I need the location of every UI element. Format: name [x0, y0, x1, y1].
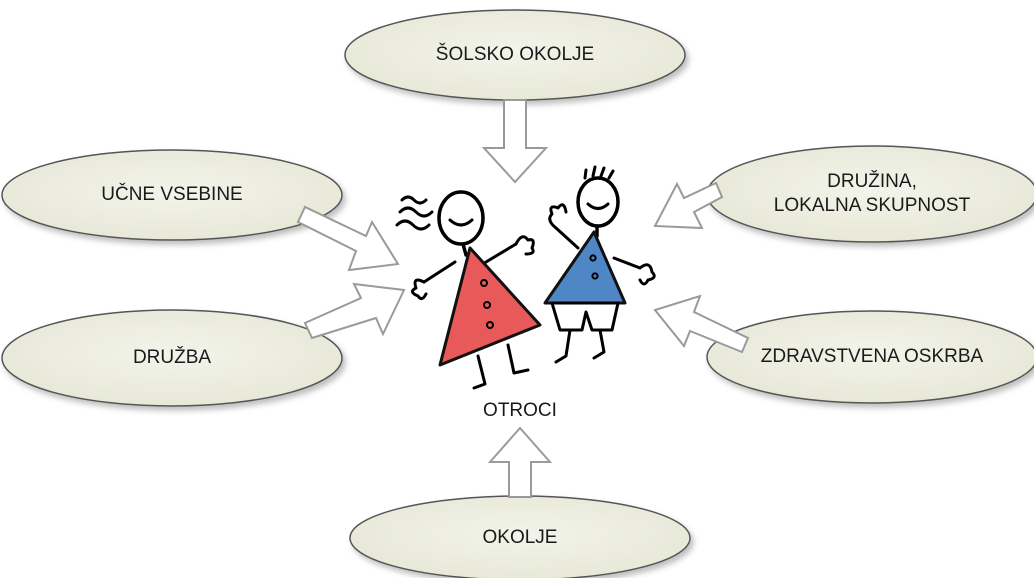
children-illustration: [395, 165, 656, 390]
node-ellipse-right-lower: [706, 310, 1034, 404]
node-ellipse-left-lower: [1, 309, 343, 407]
arrow-up-from-bottom: [487, 426, 553, 498]
node-label-right-upper: DRUŽINA, LOKALNA SKUPNOST: [717, 166, 1027, 222]
arrow-from-right-lower: [653, 294, 750, 354]
node-label-right-lower: ZDRAVSTVENA OSKRBA: [760, 346, 984, 368]
node-ellipse-left-upper: [1, 149, 343, 241]
center-label: OTROCI: [483, 400, 557, 421]
node-label-left-upper: UČNE VSEBINE: [101, 184, 243, 206]
arrow-from-left-lower: [303, 282, 406, 340]
node-label-right-upper-line2: LOKALNA SKUPNOST: [773, 195, 971, 216]
node-label-bottom: OKOLJE: [482, 527, 558, 549]
arrow-down-from-top: [481, 99, 549, 184]
node-label-top: ŠOLSKO OKOLJE: [435, 44, 595, 66]
arrow-from-right-upper: [653, 181, 724, 230]
node-label-left-lower: DRUŽBA: [132, 347, 212, 369]
node-label-right-upper-line1: DRUŽINA,: [827, 171, 917, 193]
arrow-from-left-upper: [296, 205, 400, 272]
